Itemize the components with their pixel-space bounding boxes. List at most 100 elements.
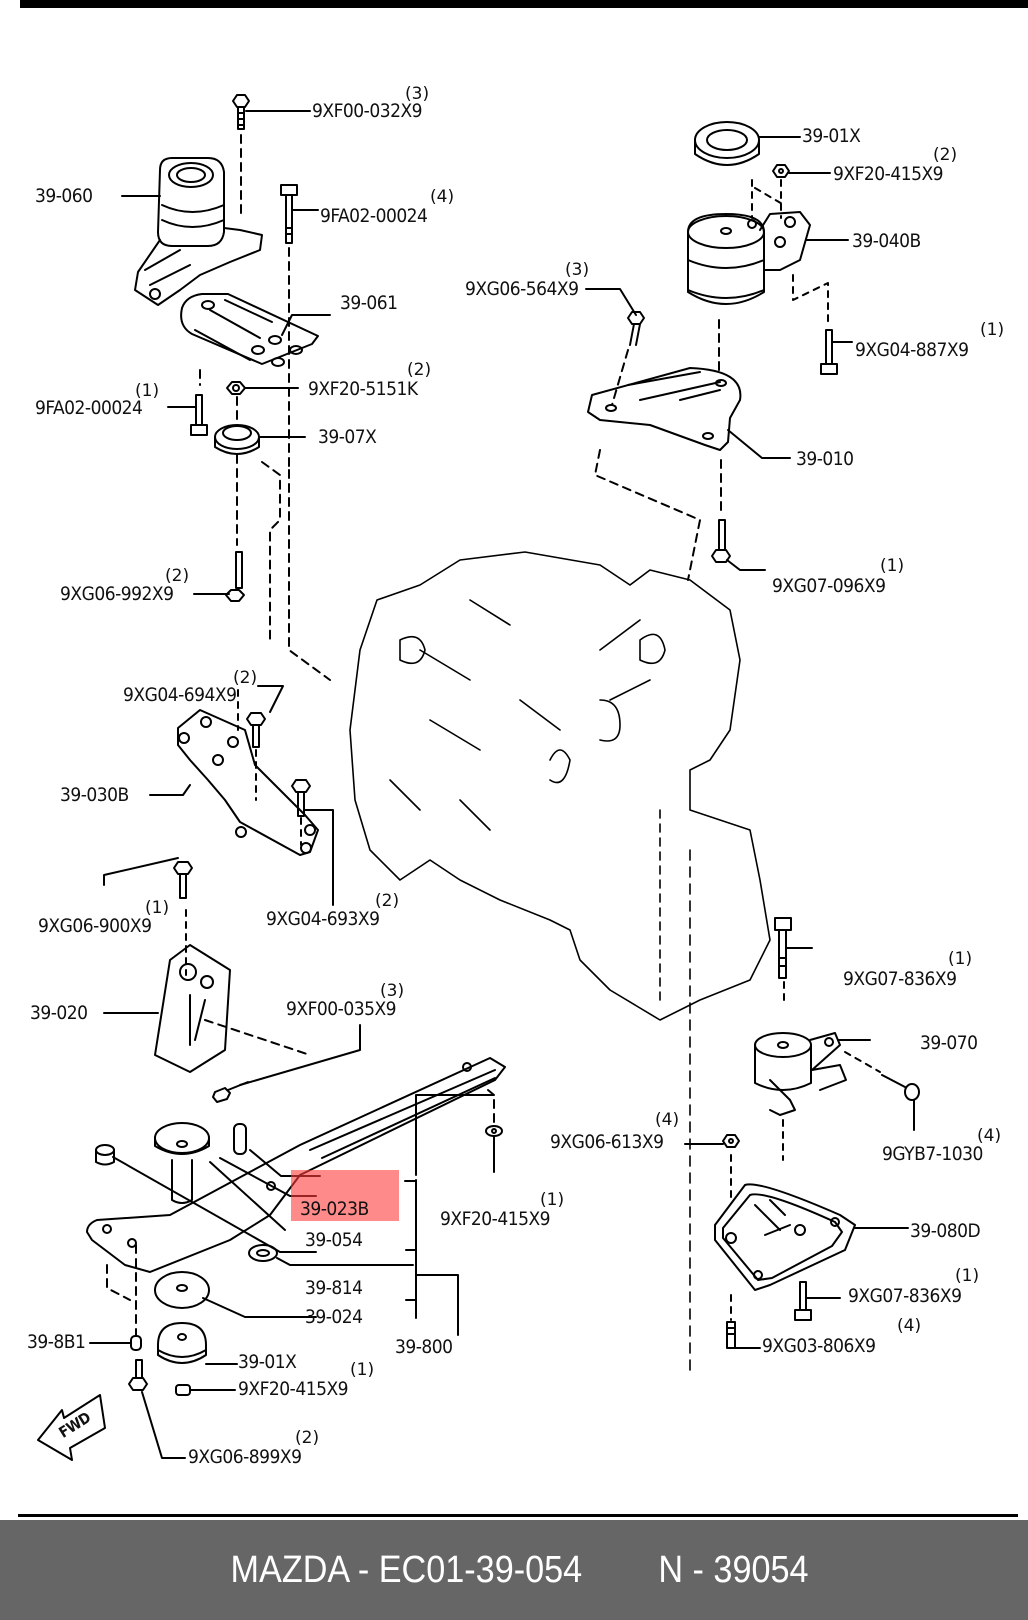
part-label-39-023B[interactable]: 39-023B xyxy=(300,1198,369,1220)
nut-icon xyxy=(722,1134,740,1148)
bolt-icon xyxy=(774,917,792,979)
part-label-9XF00-032X9[interactable]: 9XF00-032X9 xyxy=(312,100,423,122)
part-label-39-054[interactable]: 39-054 xyxy=(305,1229,363,1251)
qty-label: (1) xyxy=(948,949,973,969)
part-label-39-01X[interactable]: 39-01X xyxy=(802,125,861,147)
part-label-39-8B1[interactable]: 39-8B1 xyxy=(27,1331,86,1353)
qty-label: (3) xyxy=(380,981,405,1001)
nut-icon xyxy=(772,164,790,178)
part-label-9FA02-00024[interactable]: 9FA02-00024 xyxy=(35,397,143,419)
crossmember-icon xyxy=(86,1057,506,1273)
engine-mount-icon xyxy=(754,1032,847,1116)
rubber-ring-icon xyxy=(154,1271,210,1309)
engine-mount-icon xyxy=(687,211,811,305)
part-label-9XG04-694X9[interactable]: 9XG04-694X9 xyxy=(123,684,237,706)
nut-icon xyxy=(175,1384,191,1396)
bolt-icon xyxy=(627,311,645,346)
qty-label: (1) xyxy=(145,898,170,918)
qty-label: (2) xyxy=(933,145,958,165)
stud-icon xyxy=(726,1321,736,1349)
part-label-9XG06-564X9[interactable]: 9XG06-564X9 xyxy=(465,278,579,300)
bolt-icon xyxy=(212,1081,249,1103)
washer-icon xyxy=(248,1244,278,1262)
engine-mount-insulator-icon xyxy=(154,1122,210,1204)
bolt-icon xyxy=(173,861,193,899)
top-border xyxy=(20,0,1028,8)
qty-label: (4) xyxy=(977,1126,1002,1146)
bolt-icon xyxy=(246,712,266,748)
mount-bracket-icon xyxy=(154,944,231,1073)
part-label-39-061[interactable]: 39-061 xyxy=(340,292,398,314)
part-label-39-020[interactable]: 39-020 xyxy=(30,1002,88,1024)
part-label-9XF20-415X9[interactable]: 9XF20-415X9 xyxy=(833,163,944,185)
part-label-39-010[interactable]: 39-010 xyxy=(796,448,854,470)
qty-label: (1) xyxy=(540,1190,565,1210)
part-label-39-01X[interactable]: 39-01X xyxy=(238,1351,297,1373)
nut-icon xyxy=(485,1125,503,1173)
part-label-39-030B[interactable]: 39-030B xyxy=(60,784,129,806)
bolt-icon xyxy=(280,184,298,244)
part-label-9XF20-415X9[interactable]: 9XF20-415X9 xyxy=(238,1378,349,1400)
part-label-9XG04-887X9[interactable]: 9XG04-887X9 xyxy=(855,339,969,361)
part-label-39-070[interactable]: 39-070 xyxy=(920,1032,978,1054)
part-label-9XG06-900X9[interactable]: 9XG06-900X9 xyxy=(38,915,152,937)
part-number-footer: MAZDA - EC01-39-054 N - 39054 xyxy=(0,1520,1028,1620)
part-label-39-07X[interactable]: 39-07X xyxy=(318,426,377,448)
qty-label: (2) xyxy=(295,1428,320,1448)
part-label-9XG06-613X9[interactable]: 9XG06-613X9 xyxy=(550,1131,664,1153)
qty-label: (1) xyxy=(350,1360,375,1380)
diagram-drawing xyxy=(37,94,920,1461)
qty-label: (1) xyxy=(980,320,1005,340)
part-label-39-040B[interactable]: 39-040B xyxy=(852,230,921,252)
qty-label: (3) xyxy=(565,260,590,280)
separator-line xyxy=(18,1514,1018,1517)
part-label-39-024[interactable]: 39-024 xyxy=(305,1306,363,1328)
washer-icon xyxy=(95,1144,115,1166)
part-label-39-800[interactable]: 39-800 xyxy=(395,1336,453,1358)
part-label-9XF20-5151K[interactable]: 9XF20-5151K xyxy=(308,378,418,400)
part-label-9XG04-693X9[interactable]: 9XG04-693X9 xyxy=(266,908,380,930)
qty-label: (2) xyxy=(165,566,190,586)
qty-label: (3) xyxy=(405,84,430,104)
part-label-9XG06-899X9[interactable]: 9XG06-899X9 xyxy=(188,1446,302,1468)
part-label-9XF00-035X9[interactable]: 9XF00-035X9 xyxy=(286,998,397,1020)
part-label-9XG07-836X9[interactable]: 9XG07-836X9 xyxy=(843,968,957,990)
bolt-icon xyxy=(711,519,731,563)
mount-bracket-plate-icon xyxy=(714,1183,856,1291)
part-label-9GYB7-1030[interactable]: 9GYB7-1030 xyxy=(882,1143,983,1165)
oem-part-number: MAZDA - EC01-39-054 xyxy=(230,1548,583,1591)
qty-label: (2) xyxy=(407,360,432,380)
bolt-icon xyxy=(291,779,311,817)
rubber-bushing-icon xyxy=(694,121,760,166)
qty-label: (1) xyxy=(880,556,905,576)
pin-icon xyxy=(130,1335,142,1351)
qty-label: (4) xyxy=(655,1110,680,1130)
part-label-9XG07-836X9[interactable]: 9XG07-836X9 xyxy=(848,1285,962,1307)
part-label-9FA02-00024[interactable]: 9FA02-00024 xyxy=(320,205,428,227)
stud-icon xyxy=(233,1123,247,1155)
bolt-icon xyxy=(881,1074,920,1101)
parts-diagram: (3) 9XF00-032X9 39-060 (4) 9FA02-00024 3… xyxy=(27,84,1005,1468)
bolt-icon xyxy=(794,1281,812,1321)
part-label-39-060[interactable]: 39-060 xyxy=(35,185,93,207)
fwd-arrow-icon xyxy=(37,1394,106,1461)
part-label-9XG07-096X9[interactable]: 9XG07-096X9 xyxy=(772,575,886,597)
part-label-9XG06-992X9[interactable]: 9XG06-992X9 xyxy=(60,583,174,605)
engine-bracket-icon xyxy=(177,709,319,856)
engine-outline-icon xyxy=(349,551,771,1371)
part-label-39-814[interactable]: 39-814 xyxy=(305,1277,363,1299)
part-label-9XG03-806X9[interactable]: 9XG03-806X9 xyxy=(762,1335,876,1357)
qty-label: (4) xyxy=(897,1316,922,1336)
nut-icon xyxy=(226,381,246,395)
bracket-plate-icon xyxy=(180,293,319,367)
qty-label: (1) xyxy=(955,1266,980,1286)
qty-label: (2) xyxy=(375,891,400,911)
bolt-icon xyxy=(232,94,250,130)
engine-mount-icon xyxy=(134,157,263,306)
cross-reference-number: N - 39054 xyxy=(658,1548,809,1591)
bolt-icon xyxy=(820,329,838,375)
part-label-39-080D[interactable]: 39-080D xyxy=(910,1220,981,1242)
qty-label: (2) xyxy=(233,668,258,688)
part-label-9XF20-415X9[interactable]: 9XF20-415X9 xyxy=(440,1208,551,1230)
mount-bracket-plate-icon xyxy=(587,367,742,451)
